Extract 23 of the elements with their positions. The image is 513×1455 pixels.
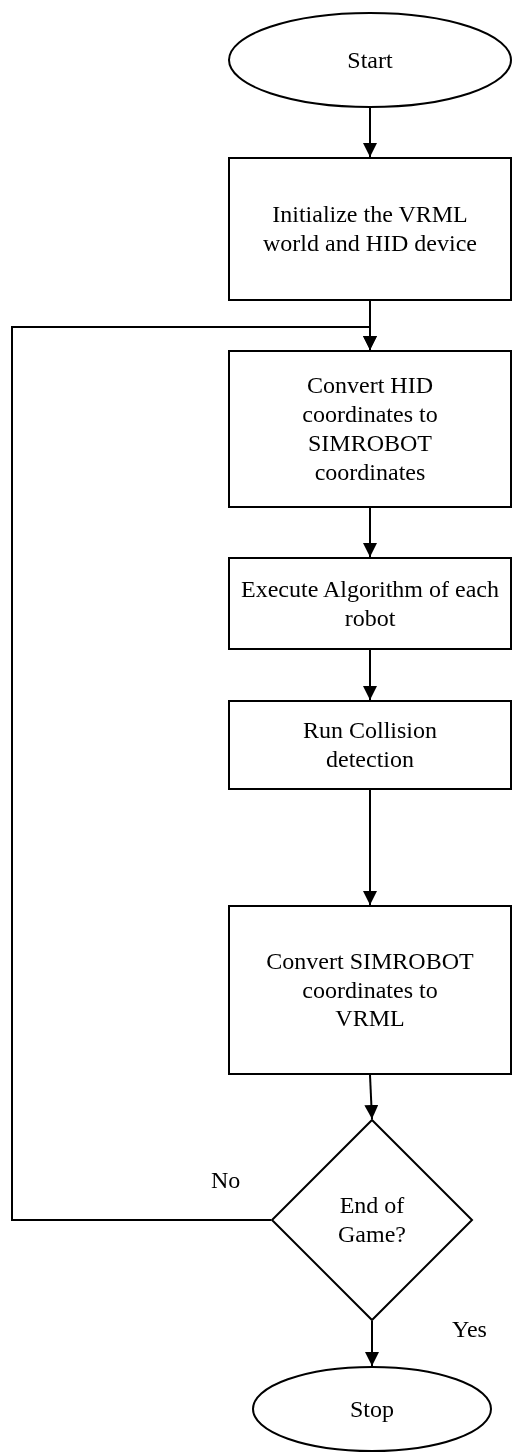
arrow bbox=[365, 1320, 379, 1367]
node-text: End of Game? bbox=[337, 1191, 407, 1249]
process-box bbox=[228, 905, 512, 1075]
node-text: Convert HID coordinates to SIMROBOT coordinates bbox=[301, 371, 439, 487]
process-box bbox=[228, 557, 512, 650]
process-box bbox=[228, 700, 512, 790]
terminal-ellipse bbox=[228, 12, 512, 108]
arrow bbox=[363, 789, 377, 906]
process-box bbox=[228, 350, 512, 508]
node-text: Run Collision detection bbox=[302, 716, 438, 774]
node-text: Initialize the VRML world and HID device bbox=[262, 200, 478, 258]
process-box bbox=[228, 157, 512, 301]
node-text: Execute Algorithm of each robot bbox=[240, 574, 500, 633]
arrow bbox=[363, 107, 377, 158]
decision-diamond bbox=[271, 1119, 473, 1321]
arrow bbox=[363, 649, 377, 701]
arrow bbox=[364, 1074, 379, 1120]
arrow bbox=[11, 326, 377, 1221]
arrow bbox=[363, 507, 377, 558]
terminal-ellipse bbox=[252, 1366, 492, 1452]
node-text: Stop bbox=[350, 1394, 394, 1424]
node-text: Start bbox=[347, 45, 393, 75]
node-text: Convert SIMROBOT coordinates to VRML bbox=[265, 946, 475, 1034]
